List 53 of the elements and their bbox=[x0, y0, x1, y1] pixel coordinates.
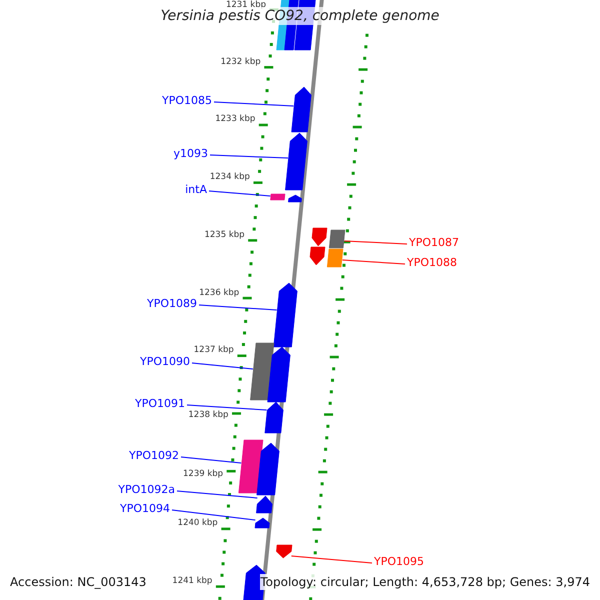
leader-line bbox=[192, 362, 254, 370]
gene-feature bbox=[264, 402, 284, 434]
gene-feature bbox=[288, 194, 302, 202]
gene-label: YPO1091 bbox=[134, 397, 185, 411]
leader-line bbox=[342, 260, 406, 264]
leader-line bbox=[180, 456, 242, 464]
gene-feature bbox=[270, 194, 286, 200]
leader-line bbox=[214, 102, 294, 106]
gene-feature bbox=[310, 246, 326, 266]
gene-feature bbox=[256, 496, 272, 514]
gene-feature bbox=[291, 86, 312, 132]
tick-label: 1233 kbp bbox=[215, 114, 256, 126]
gene-label: YPO1092 bbox=[128, 449, 179, 463]
tick-label: 1234 kbp bbox=[210, 172, 250, 184]
genome-info-text: Topology: circular; Length: 4,653,728 bp; Genes: 3,974 bbox=[260, 574, 590, 590]
title: Yersinia pestis CO92, complete genome bbox=[158, 7, 442, 25]
tick-label: 1240 kbp bbox=[178, 518, 218, 530]
gene-feature bbox=[250, 342, 274, 400]
gene-feature bbox=[276, 544, 292, 558]
tick-label: 1236 kbp bbox=[199, 288, 240, 298]
tick-label: 1238 kbp bbox=[188, 410, 228, 421]
leader-line bbox=[176, 490, 258, 498]
gene-feature bbox=[285, 132, 308, 190]
tick-label: 1232 kbp bbox=[220, 56, 261, 68]
gene-label: YPO1088 bbox=[407, 256, 458, 270]
leader-line bbox=[186, 404, 268, 410]
leader-line bbox=[172, 510, 256, 520]
gene-label: YPO1094 bbox=[120, 502, 170, 516]
gene-label: y1093 bbox=[173, 147, 208, 161]
leader-line bbox=[198, 304, 278, 310]
leader-line bbox=[290, 556, 372, 564]
gene-label: YPO1085 bbox=[162, 94, 212, 108]
gene-feature bbox=[273, 282, 298, 348]
gene-label: YPO1095 bbox=[374, 555, 424, 569]
tick-label: 1241 kbp bbox=[172, 576, 212, 587]
tick-label: 1231 kbp bbox=[226, 0, 266, 10]
gene-label: YPO1090 bbox=[140, 355, 190, 369]
gene-feature bbox=[328, 230, 346, 248]
gene-label: intA bbox=[185, 183, 207, 197]
gene-label: YPO1087 bbox=[409, 236, 460, 250]
leader-line bbox=[344, 240, 408, 244]
gene-feature bbox=[312, 228, 328, 246]
gene-feature bbox=[238, 440, 264, 494]
gene-feature bbox=[326, 248, 344, 268]
gene-feature bbox=[254, 518, 270, 528]
tick-label: 1235 kbp bbox=[204, 230, 245, 241]
leader-line bbox=[208, 190, 271, 196]
leader-line bbox=[210, 154, 288, 158]
tick-label: 1237 kbp bbox=[194, 345, 234, 356]
gene-label: YPO1092a bbox=[118, 483, 175, 497]
accession-text: Accession: NC_003143 bbox=[10, 574, 146, 590]
tick-label: 1239 kbp bbox=[183, 468, 224, 480]
gene-label: YPO1089 bbox=[146, 297, 197, 311]
